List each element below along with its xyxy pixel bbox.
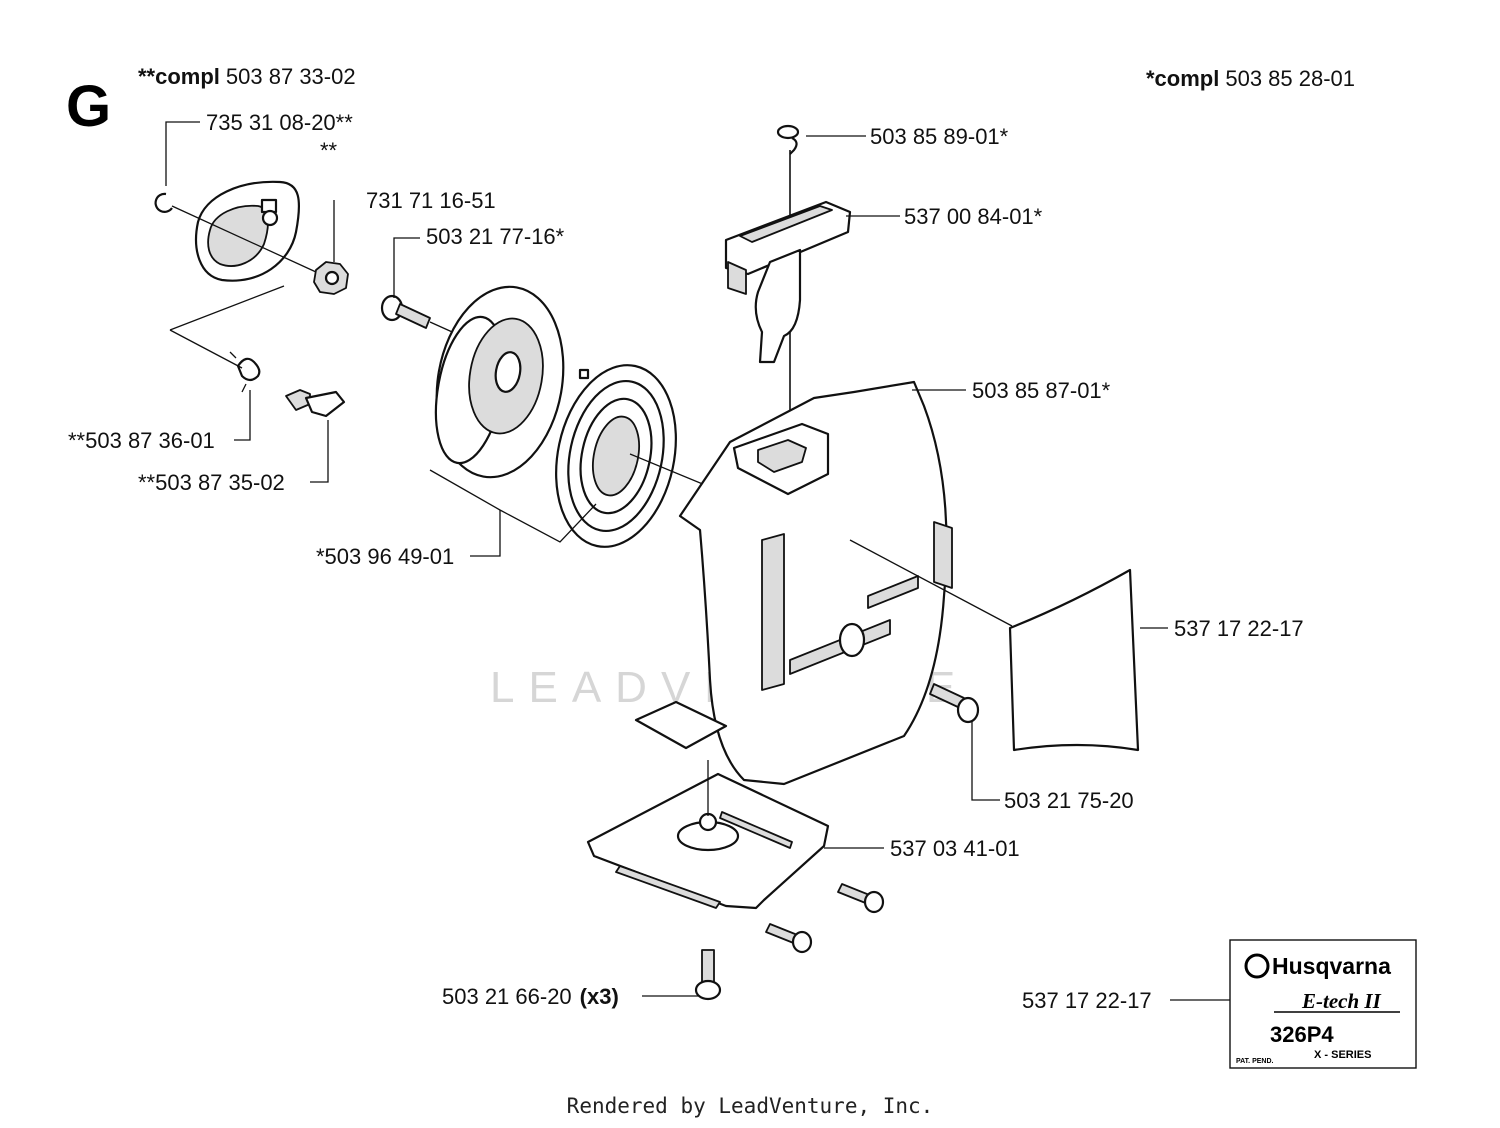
bottom-screw-2 [765, 923, 813, 954]
decal-note: PAT. PEND. [1236, 1058, 1274, 1065]
rope-pulley [434, 285, 565, 479]
label-bottom-screws-number: 503 21 66-20 [442, 984, 572, 1009]
label-logo-decal: 537 17 22-17 [1022, 988, 1152, 1013]
decal-sheet [1008, 568, 1140, 752]
decal-line: E-tech II [1301, 989, 1382, 1013]
starter-housing [634, 380, 953, 786]
header-left-number: 503 87 33-02 [226, 64, 356, 89]
header-right-number: 503 85 28-01 [1225, 66, 1355, 91]
label-bottom-screws: 503 21 66-20 (x3) [442, 984, 619, 1009]
label-decal: 537 17 22-17 [1174, 616, 1304, 641]
decal-model: 326P4 [1270, 1022, 1334, 1047]
starter-cover [194, 180, 301, 282]
retainer-washer [154, 192, 173, 213]
footer-credit: Rendered by LeadVenture, Inc. [566, 1094, 934, 1118]
label-bottom-screws-qty: (x3) [580, 984, 619, 1009]
flange-nut [313, 261, 349, 295]
small-spring [229, 351, 261, 393]
label-rope-clip: 503 85 89-01* [870, 124, 1009, 149]
label-pawl: **503 87 35-02 [138, 470, 285, 495]
label-pulley-set: *503 96 49-01 [316, 544, 454, 569]
rope-clip [776, 124, 800, 155]
label-handle: 537 00 84-01* [904, 204, 1043, 229]
hub-screw [380, 294, 431, 329]
base-plate [586, 772, 830, 910]
bottom-screw-3 [694, 949, 722, 1001]
logo-decal: Husqvarna E-tech II 326P4 X - SERIES PAT… [1229, 939, 1417, 1069]
decal-brand: Husqvarna [1272, 953, 1391, 979]
decal-series: X - SERIES [1314, 1049, 1371, 1061]
header-right-prefix: *compl [1146, 66, 1219, 91]
husqvarna-crown-icon [1244, 953, 1270, 979]
starter-handle [724, 200, 852, 364]
label-small-spring: **503 87 36-01 [68, 428, 215, 453]
label-plate: 537 03 41-01 [890, 836, 1020, 861]
label-hub-screw: 503 21 77-16* [426, 224, 565, 249]
header-left-prefix: **compl [138, 64, 220, 89]
recoil-spring [555, 364, 677, 548]
pawl [285, 389, 346, 418]
bottom-screw-1 [837, 883, 885, 914]
label-cover-mark: ** [320, 138, 338, 163]
side-screw [929, 683, 980, 724]
label-housing: 503 85 87-01* [972, 378, 1111, 403]
section-letter: G [66, 74, 111, 139]
label-washer: 735 31 08-20** [206, 110, 353, 135]
label-side-screw: 503 21 75-20 [1004, 788, 1134, 813]
label-nut: 731 71 16-51 [366, 188, 496, 213]
